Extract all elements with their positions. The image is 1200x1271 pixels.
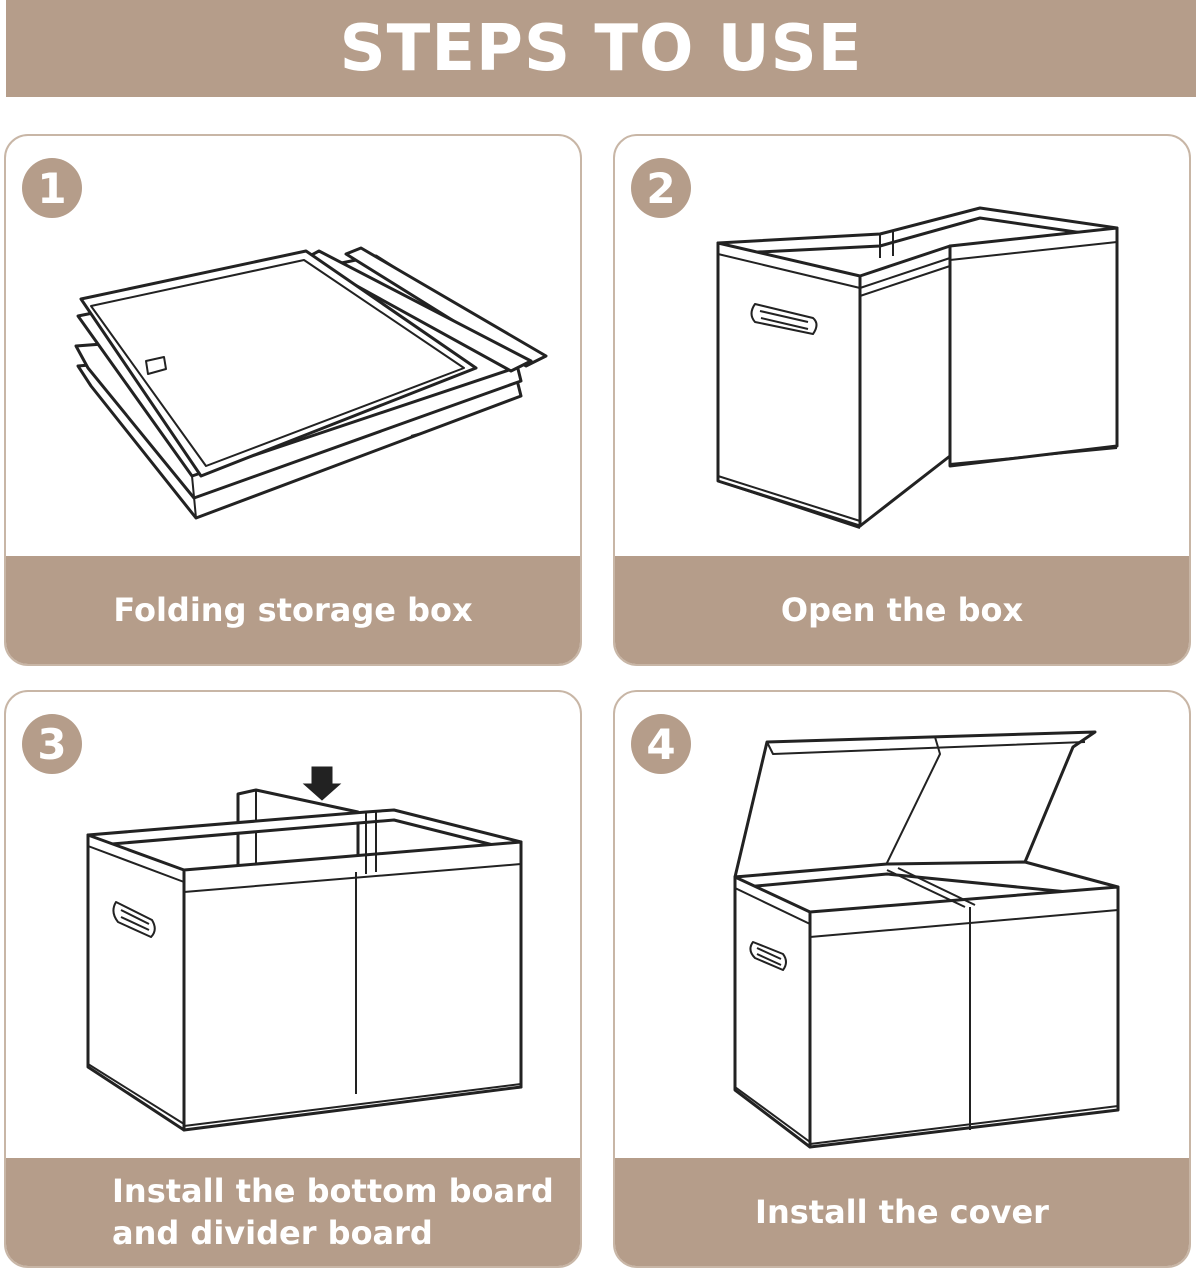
step-caption-2: Open the box <box>615 556 1189 664</box>
page-title: STEPS TO USE <box>339 11 863 86</box>
step-caption-text-4: Install the cover <box>755 1193 1049 1231</box>
step-card-4: 4 Install the cover <box>613 690 1191 1268</box>
step-number-3: 3 <box>22 714 82 774</box>
step-caption-text-3a: Install the bottom board <box>112 1172 554 1210</box>
down-arrow-icon <box>302 766 342 801</box>
step-caption-text-1: Folding storage box <box>113 591 473 629</box>
step-card-2: 2 Open the box <box>613 134 1191 666</box>
open-box-illustration <box>716 206 1119 529</box>
step-card-3: 3 Install the bottom board and divider b… <box>4 690 582 1268</box>
step-card-1: 1 Folding storage box <box>4 134 582 666</box>
folded-box-illustration <box>74 246 548 520</box>
covered-box-illustration <box>733 730 1120 1149</box>
step-caption-1: Folding storage box <box>6 556 580 664</box>
divider-box-illustration <box>86 766 523 1132</box>
step-caption-text-2: Open the box <box>780 591 1024 629</box>
step-caption-3: Install the bottom board and divider boa… <box>6 1158 580 1266</box>
step-number-1: 1 <box>22 158 82 218</box>
page-header: STEPS TO USE <box>6 0 1196 97</box>
step-caption-text-3b: and divider board <box>112 1214 433 1252</box>
step-number-4: 4 <box>631 714 691 774</box>
step-number-2: 2 <box>631 158 691 218</box>
step-caption-4: Install the cover <box>615 1158 1189 1266</box>
